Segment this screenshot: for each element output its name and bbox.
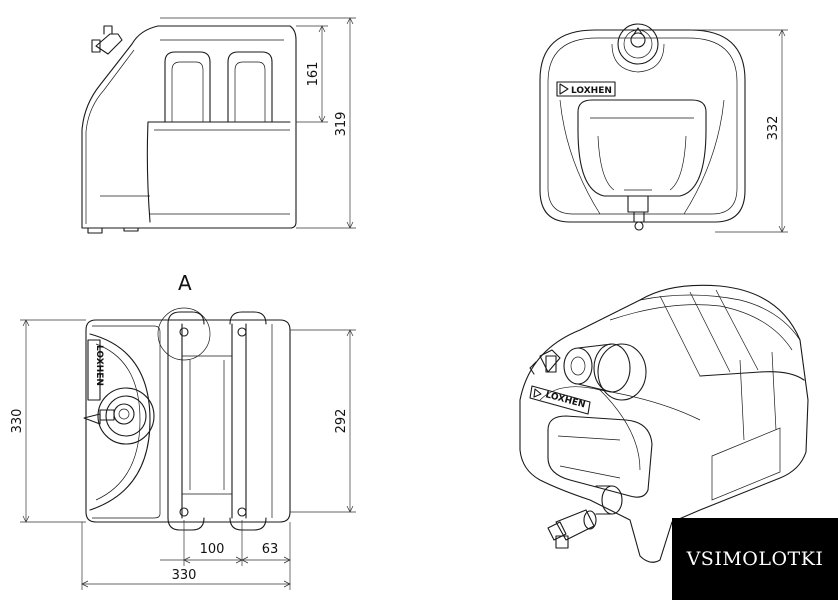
top-lugs	[167, 311, 267, 531]
dim-top-depth: 330	[10, 409, 25, 434]
detail-a-circle	[157, 307, 211, 361]
dim-top-spacing: 100	[200, 542, 225, 557]
dim-top-width: 330	[172, 568, 197, 583]
iso-cap-icon	[529, 343, 647, 401]
dim-side-total: 319	[334, 112, 349, 137]
top-brand-logo: LOXHEN	[87, 339, 104, 401]
dim-top-offset: 63	[262, 542, 279, 557]
svg-text:LOXHEN: LOXHEN	[571, 86, 612, 96]
svg-text:LOXHEN: LOXHEN	[94, 345, 104, 386]
front-brand-logo: LOXHEN	[556, 81, 616, 97]
side-view: 161 319	[81, 17, 356, 234]
dim-top-inner: 292	[334, 409, 349, 434]
detail-a-label: A	[178, 271, 192, 295]
watermark: VSIMOLOTKI	[672, 518, 838, 600]
iso-tap-icon	[547, 485, 623, 549]
iso-brand-logo: LOXHEN	[529, 385, 591, 415]
front-tap-icon	[624, 189, 652, 231]
front-view: LOXHEN 332	[539, 23, 788, 233]
isometric-view: LOXHEN	[519, 284, 809, 563]
top-cap-icon	[83, 387, 155, 445]
top-view: A LOXHEN 330 292 100 63	[10, 271, 356, 590]
dim-front-height: 332	[766, 116, 781, 141]
front-cap-icon	[611, 23, 665, 73]
side-cap-icon	[91, 25, 123, 55]
dim-side-upper: 161	[306, 62, 321, 87]
